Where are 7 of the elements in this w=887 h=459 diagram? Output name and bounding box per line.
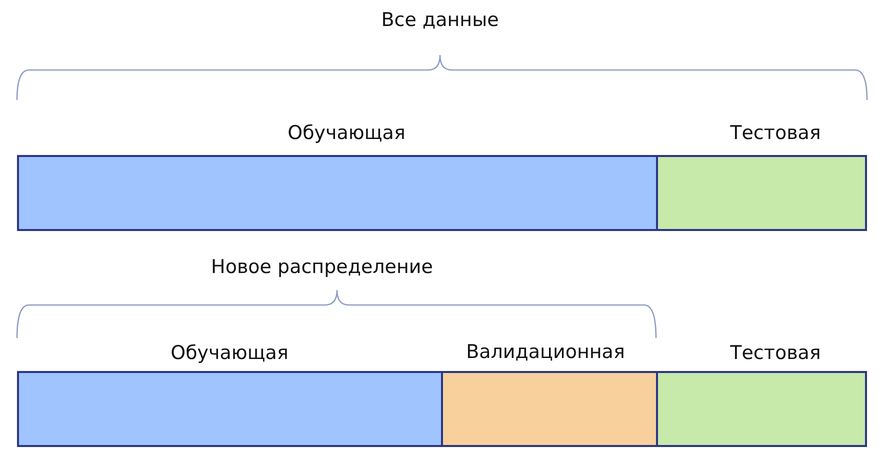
brace-label: Все данные xyxy=(381,8,499,32)
segment-label: Обучающая xyxy=(170,341,288,365)
segment-label: Тестовая xyxy=(730,341,821,365)
segment-label: Валидационная xyxy=(466,340,625,364)
segment-label: Тестовая xyxy=(730,121,821,145)
brace-label: Новое распределение xyxy=(211,255,433,279)
segment-label: Обучающая xyxy=(288,121,406,145)
